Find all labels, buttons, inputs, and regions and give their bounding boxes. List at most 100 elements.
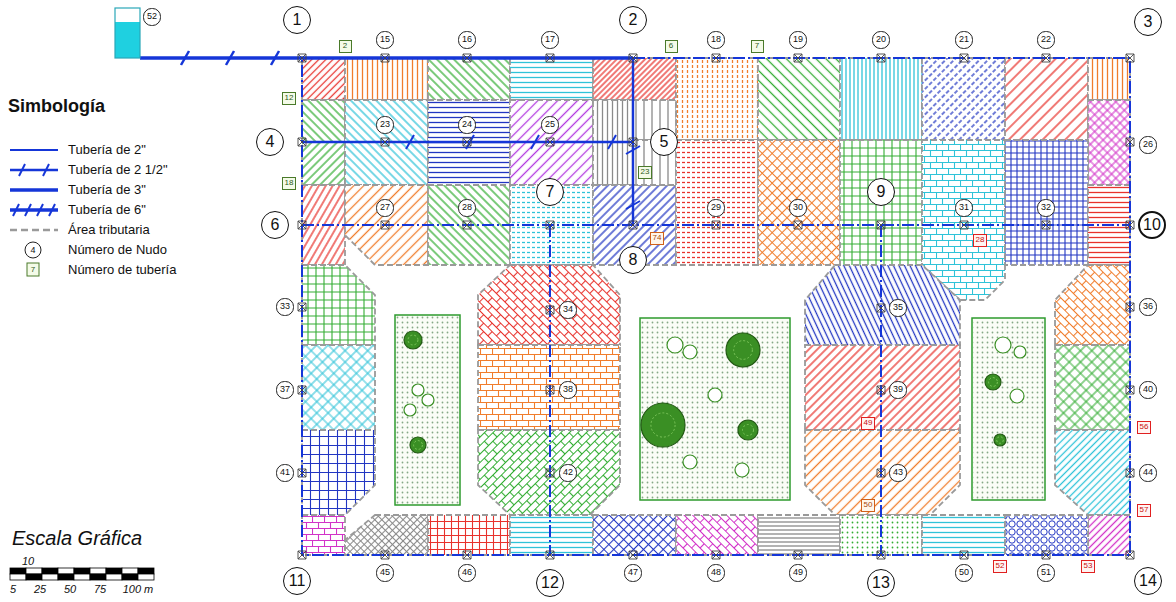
- legend-line: [10, 229, 58, 232]
- parks: [395, 315, 1045, 505]
- junction-marker: [463, 551, 471, 559]
- junction-marker: [1042, 551, 1050, 559]
- area-ground: [1088, 58, 1130, 100]
- node-number: 46: [458, 564, 475, 581]
- park-ground: [396, 316, 459, 504]
- number-text: 32: [1041, 203, 1051, 212]
- node-number: 30: [789, 199, 806, 216]
- number-text: 34: [563, 305, 573, 314]
- area-ground: [510, 515, 593, 555]
- tributary-area: [758, 140, 840, 265]
- number-text: 26: [1143, 140, 1153, 149]
- junction-marker: [877, 469, 885, 477]
- pipe-number: 12: [282, 92, 297, 105]
- number-text: 53: [1084, 562, 1093, 570]
- pipe-tick: [531, 135, 539, 149]
- area-ground: [676, 58, 758, 140]
- area-ground: [758, 140, 840, 265]
- pipe-tick: [626, 201, 640, 209]
- pipe-number: 53: [1081, 560, 1096, 573]
- pipe-number: 74: [650, 232, 665, 245]
- number-text: 15: [380, 35, 390, 44]
- number-text: 13: [872, 575, 890, 591]
- scale-segment: [90, 574, 106, 580]
- number-text: 27: [380, 203, 390, 212]
- junction-marker: [712, 551, 720, 559]
- pipe-tick: [181, 51, 189, 65]
- area-ground: [805, 345, 960, 430]
- number-text: 20: [876, 35, 886, 44]
- park-ground: [641, 319, 789, 499]
- node-number: 36: [1139, 298, 1156, 315]
- junction-marker: [877, 221, 885, 229]
- node-number: 41: [276, 464, 293, 481]
- scale-number: 50: [64, 583, 76, 595]
- tributary-area: [676, 140, 758, 265]
- main-node-number: 6: [261, 211, 289, 239]
- number-text: 22: [1041, 35, 1051, 44]
- number-text: 8: [629, 252, 638, 268]
- junction-marker: [877, 551, 885, 559]
- tributary-area: [1005, 58, 1088, 140]
- legend-text: Número de tubería: [68, 263, 176, 277]
- tributary-area: [345, 58, 428, 100]
- area-ground: [428, 515, 510, 555]
- tributary-area: [302, 58, 345, 100]
- area-ground: [345, 515, 428, 555]
- pipe-2in: [302, 58, 1130, 555]
- scale-segment: [42, 574, 58, 580]
- number-text: 23: [380, 120, 390, 129]
- legend-text: Tubería de 2": [68, 143, 146, 157]
- tributary-area: [302, 142, 345, 185]
- legend-line: [10, 169, 58, 171]
- scale-segment: [90, 568, 106, 574]
- number-text: 2: [629, 12, 638, 28]
- tree: [1010, 389, 1024, 403]
- legend-pipe-sample: [27, 263, 39, 276]
- tree: [735, 463, 749, 477]
- tree-crown: [989, 378, 998, 387]
- tributary-area: [345, 515, 428, 555]
- junction-marker: [546, 306, 554, 314]
- area-ground: [805, 265, 960, 345]
- node-number: 22: [1037, 31, 1054, 48]
- tree: [985, 374, 1001, 390]
- scale-number: 100 m: [123, 583, 154, 595]
- junction-marker: [1042, 54, 1050, 62]
- legend-line: [10, 188, 58, 192]
- tributary-area: [428, 515, 510, 555]
- tree: [708, 388, 722, 402]
- scale-segment: [58, 574, 74, 580]
- junction-marker: [960, 54, 968, 62]
- tributary-area: [302, 100, 345, 142]
- tree: [683, 345, 697, 359]
- pipe-tick: [226, 51, 234, 65]
- number-text: 49: [864, 419, 873, 427]
- node-number: 27: [376, 199, 393, 216]
- junction-marker: [1126, 469, 1134, 477]
- pipe-number: 6: [665, 40, 678, 53]
- tributary-area: [676, 515, 758, 555]
- pipe-number: 2: [339, 40, 352, 53]
- junction-marker: [298, 386, 306, 394]
- junction-marker: [546, 469, 554, 477]
- junction-marker: [712, 54, 720, 62]
- number-text: 52: [147, 12, 157, 21]
- area-ground: [1055, 345, 1130, 430]
- junction-marker: [298, 138, 306, 146]
- tributary-area: [1088, 515, 1130, 555]
- legend-sample-number: 4: [30, 246, 35, 255]
- node-number: 44: [1139, 464, 1156, 481]
- junction-marker: [546, 138, 554, 146]
- tree: [683, 455, 697, 469]
- main-node-number: 14: [1134, 567, 1162, 595]
- scale-segment: [122, 568, 138, 574]
- tree: [412, 384, 424, 396]
- tree-crown: [997, 437, 1004, 444]
- junction-marker: [381, 551, 389, 559]
- tributary-area: [758, 58, 840, 140]
- junction-marker: [1126, 551, 1134, 559]
- node-number: 42: [559, 464, 576, 481]
- pipe-number: 49: [861, 417, 876, 430]
- node-number: 25: [541, 116, 558, 133]
